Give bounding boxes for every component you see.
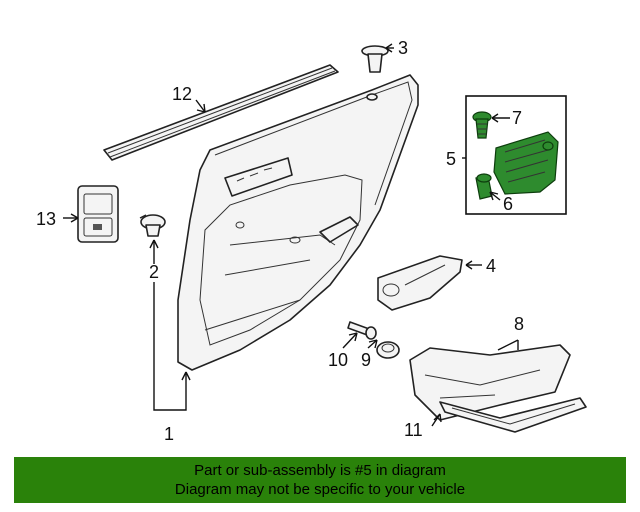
callout-11: 11 (404, 420, 423, 440)
callout-10: 10 (328, 350, 348, 370)
part-4-handle-bezel (377, 255, 463, 311)
callout-7: 7 (512, 108, 522, 128)
banner-line-2: Diagram may not be specific to your vehi… (174, 481, 466, 498)
part-1-door-panel (177, 74, 419, 371)
callout-8: 8 (514, 314, 524, 334)
highlight-box-part-5 (465, 95, 567, 215)
part-9-grommet (376, 341, 400, 359)
callout-3: 3 (398, 38, 408, 58)
part-11-molding (439, 397, 587, 433)
leader-lines (63, 43, 519, 427)
callout-9: 9 (361, 350, 371, 370)
disclaimer-banner: Part or sub-assembly is #5 in diagram Di… (14, 457, 626, 503)
part-6-clip (475, 173, 493, 200)
callout-labels: 1 2 3 4 5 6 7 8 9 10 11 12 13 (36, 38, 524, 444)
callout-4: 4 (486, 256, 496, 276)
part-5-handle-assembly (493, 131, 559, 195)
callout-6: 6 (503, 194, 513, 214)
part-3-clip (361, 45, 389, 73)
callout-5: 5 (446, 149, 456, 169)
part-12-belt-molding (103, 64, 339, 161)
part-2-push-clip (139, 214, 166, 237)
part-10-screw (347, 321, 377, 340)
callout-1: 1 (164, 424, 174, 444)
callout-12: 12 (172, 84, 192, 104)
banner-line-1: Part or sub-assembly is #5 in diagram (194, 462, 446, 479)
part-7-screw (472, 111, 492, 139)
callout-13: 13 (36, 209, 56, 229)
callout-2: 2 (149, 262, 159, 282)
part-13-window-switch (77, 185, 119, 243)
part-8-armrest (409, 344, 571, 421)
